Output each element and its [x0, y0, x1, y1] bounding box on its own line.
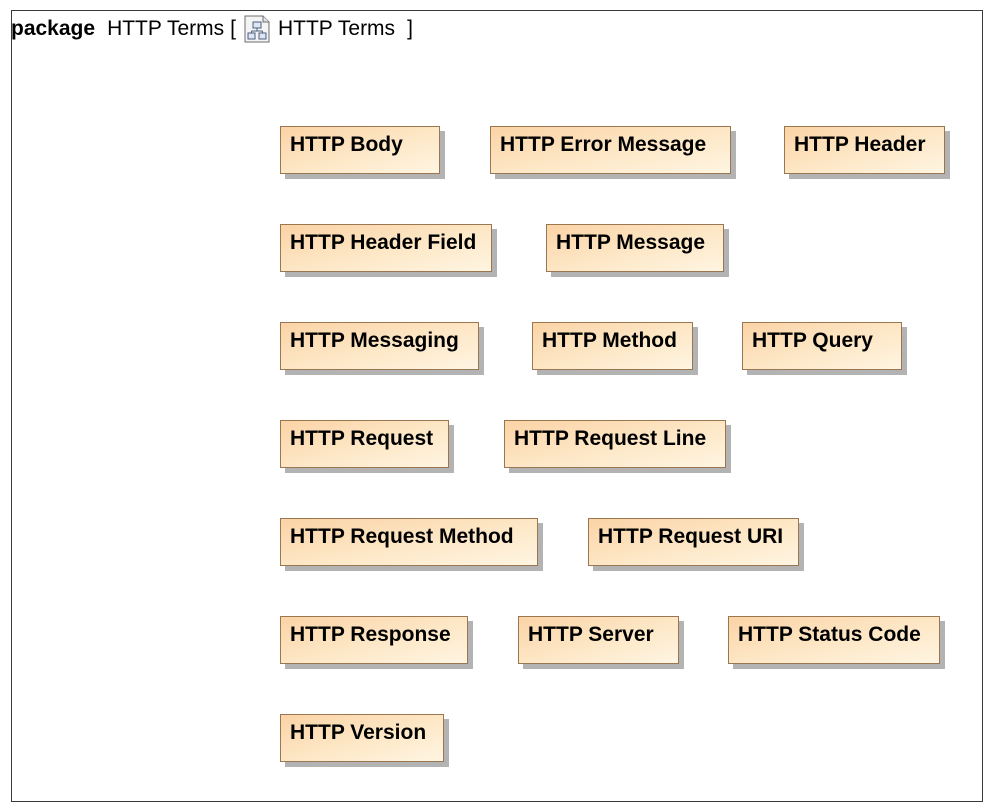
package-header: package HTTP Terms [ HTTP Terms ]: [11, 14, 413, 44]
term-http-header-field[interactable]: HTTP Header Field: [280, 224, 492, 272]
package-name: HTTP Terms: [107, 17, 225, 40]
package-keyword: package: [11, 17, 96, 40]
bracket-close: ]: [407, 17, 413, 40]
term-http-messaging[interactable]: HTTP Messaging: [280, 322, 479, 370]
term-http-request[interactable]: HTTP Request: [280, 420, 449, 468]
term-http-error-message[interactable]: HTTP Error Message: [490, 126, 731, 174]
term-http-response[interactable]: HTTP Response: [280, 616, 468, 664]
term-http-query[interactable]: HTTP Query: [742, 322, 902, 370]
term-http-request-uri[interactable]: HTTP Request URI: [588, 518, 799, 566]
term-http-method[interactable]: HTTP Method: [532, 322, 693, 370]
term-http-body[interactable]: HTTP Body: [280, 126, 440, 174]
term-http-version[interactable]: HTTP Version: [280, 714, 444, 762]
term-http-message[interactable]: HTTP Message: [546, 224, 724, 272]
bracket-open: [: [230, 17, 236, 40]
class-diagram-icon: [242, 14, 272, 44]
term-http-server[interactable]: HTTP Server: [518, 616, 679, 664]
term-http-request-method[interactable]: HTTP Request Method: [280, 518, 538, 566]
diagram-name: HTTP Terms: [277, 17, 396, 40]
term-http-header[interactable]: HTTP Header: [784, 126, 945, 174]
term-http-request-line[interactable]: HTTP Request Line: [504, 420, 726, 468]
term-http-status-code[interactable]: HTTP Status Code: [728, 616, 940, 664]
